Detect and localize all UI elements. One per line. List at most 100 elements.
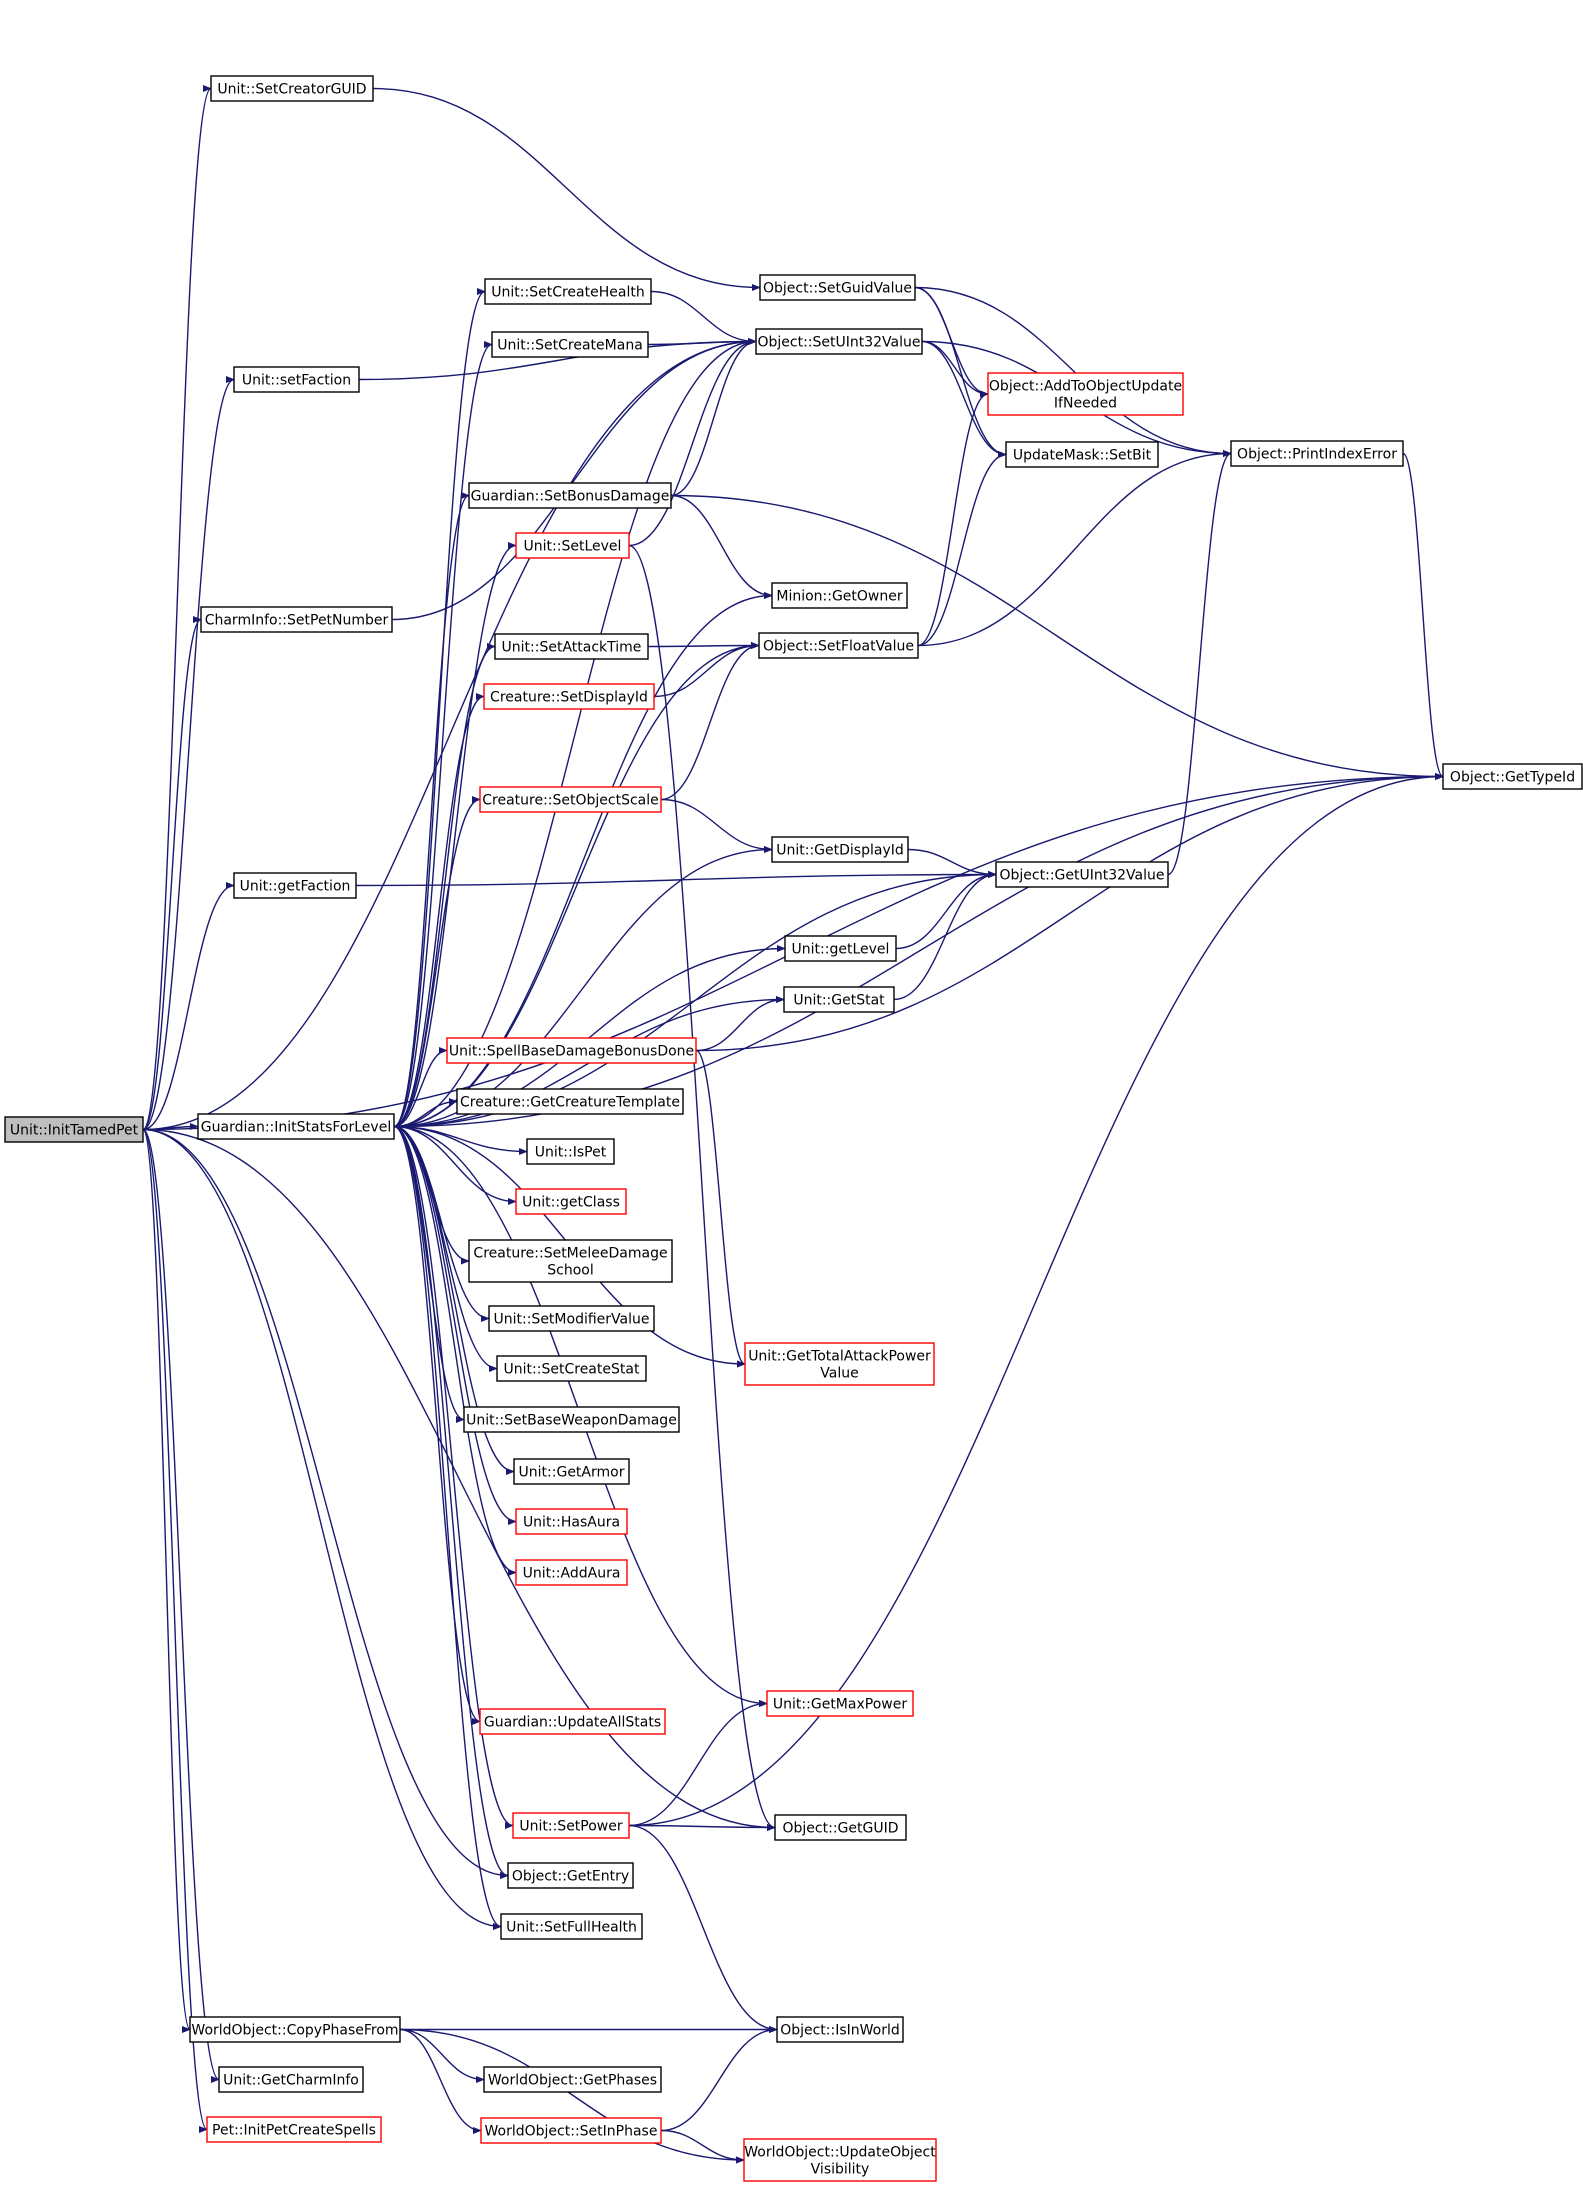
edge-init-stats-for-level-to-set-create-health	[393, 288, 486, 1128]
node-box	[197, 1113, 395, 1140]
node-get-owner[interactable]: Minion::GetOwner	[771, 582, 908, 609]
node-label: Object::SetGuidValue	[763, 281, 912, 297]
node-spell-base-damage[interactable]: Unit::SpellBaseDamageBonusDone	[446, 1037, 697, 1064]
node-get-phases[interactable]: WorldObject::GetPhases	[483, 2066, 662, 2093]
node-get-display-id[interactable]: Unit::GetDisplayId	[771, 836, 909, 863]
node-update-mask-set-bit[interactable]: UpdateMask::SetBit	[1005, 441, 1159, 468]
node-update-all-stats[interactable]: Guardian::UpdateAllStats	[479, 1708, 666, 1735]
node-set-create-health[interactable]: Unit::SetCreateHealth	[484, 278, 652, 305]
node-box	[755, 328, 923, 355]
node-box	[513, 1458, 630, 1485]
node-box	[463, 1406, 680, 1433]
edge-init-stats-for-level-to-set-uint32-value	[393, 337, 757, 1128]
node-set-attack-time[interactable]: Unit::SetAttackTime	[494, 633, 649, 660]
node-box	[515, 1559, 628, 1586]
node-get-faction[interactable]: Unit::getFaction	[233, 872, 357, 899]
node-label: Unit::GetMaxPower	[773, 1697, 907, 1713]
node-set-float-value[interactable]: Object::SetFloatValue	[758, 632, 919, 659]
node-box	[488, 1305, 655, 1332]
node-box	[468, 1239, 673, 1283]
node-label: Pet::InitPetCreateSpells	[212, 2123, 376, 2139]
edge-init-tamed-pet-to-get-guid	[142, 1128, 776, 1832]
node-label: Unit::SetCreatorGUID	[217, 82, 366, 98]
node-box	[1442, 763, 1583, 790]
node-set-creator-guid[interactable]: Unit::SetCreatorGUID	[210, 75, 374, 102]
node-set-object-scale[interactable]: Creature::SetObjectScale	[479, 786, 662, 813]
node-get-creature-template[interactable]: Creature::GetCreatureTemplate	[456, 1088, 684, 1115]
node-set-create-mana[interactable]: Unit::SetCreateMana	[491, 331, 649, 358]
node-init-stats-for-level[interactable]: Guardian::InitStatsForLevel	[197, 1113, 395, 1140]
node-copy-phase-from[interactable]: WorldObject::CopyPhaseFrom	[189, 2016, 401, 2043]
node-box	[491, 331, 649, 358]
edge-init-stats-for-level-to-get-display-id	[393, 845, 773, 1128]
node-set-level[interactable]: Unit::SetLevel	[515, 532, 630, 559]
node-get-uint32-value[interactable]: Object::GetUInt32Value	[995, 861, 1169, 888]
node-set-create-stat[interactable]: Unit::SetCreateStat	[496, 1355, 647, 1382]
node-label: Unit::SetFullHealth	[506, 1920, 637, 1936]
edge-set-float-value-to-update-mask-set-bit	[917, 450, 1007, 647]
edge-set-bonus-damage-to-set-uint32-value	[670, 337, 757, 497]
edge-init-stats-for-level-to-add-aura	[393, 1125, 517, 1577]
node-get-armor[interactable]: Unit::GetArmor	[513, 1458, 630, 1485]
node-box	[446, 1037, 697, 1064]
node-set-pet-number[interactable]: CharmInfo::SetPetNumber	[200, 606, 393, 633]
node-get-level[interactable]: Unit::getLevel	[784, 935, 897, 962]
edge-set-in-phase-to-is-in-world	[660, 2025, 778, 2132]
node-label: Object::SetFloatValue	[763, 639, 914, 655]
edge-init-stats-for-level-to-get-class	[393, 1125, 517, 1206]
node-get-type-id[interactable]: Object::GetTypeId	[1442, 763, 1583, 790]
node-label: Unit::GetStat	[793, 993, 885, 1009]
node-box	[759, 274, 916, 301]
node-label: UpdateMask::SetBit	[1013, 448, 1152, 464]
node-set-modifier-value[interactable]: Unit::SetModifierValue	[488, 1305, 655, 1332]
node-label: Object::IsInWorld	[780, 2023, 900, 2039]
edge-set-display-id-to-set-float-value	[653, 641, 760, 698]
node-set-display-id[interactable]: Creature::SetDisplayId	[483, 683, 655, 710]
node-set-faction[interactable]: Unit::setFaction	[233, 366, 360, 393]
node-is-pet[interactable]: Unit::IsPet	[526, 1138, 615, 1165]
node-get-max-power[interactable]: Unit::GetMaxPower	[766, 1690, 914, 1717]
node-box	[512, 1812, 630, 1839]
node-set-uint32-value[interactable]: Object::SetUInt32Value	[755, 328, 923, 355]
node-init-tamed-pet[interactable]: Unit::InitTamedPet	[4, 1116, 144, 1143]
node-label: Unit::HasAura	[523, 1515, 620, 1531]
edge-set-pet-number-to-set-uint32-value	[391, 337, 757, 621]
node-get-entry[interactable]: Object::GetEntry	[507, 1862, 634, 1889]
edge-init-tamed-pet-to-set-uint32-value	[142, 337, 757, 1131]
node-label: Object::GetEntry	[512, 1869, 629, 1885]
node-has-aura[interactable]: Unit::HasAura	[515, 1508, 628, 1535]
node-is-in-world[interactable]: Object::IsInWorld	[776, 2016, 904, 2043]
node-label: Object::GetGUID	[783, 1821, 899, 1837]
node-box	[515, 532, 630, 559]
edge-init-tamed-pet-to-set-full-health	[142, 1128, 502, 1931]
node-label: Unit::GetDisplayId	[776, 843, 904, 859]
edge-get-uint32-value-to-print-index-error	[1167, 450, 1232, 876]
node-get-charm-info[interactable]: Unit::GetCharmInfo	[218, 2066, 364, 2093]
node-print-index-error[interactable]: Object::PrintIndexError	[1230, 440, 1404, 467]
node-set-power[interactable]: Unit::SetPower	[512, 1812, 630, 1839]
node-label: Unit::setFaction	[242, 373, 351, 389]
node-add-aura[interactable]: Unit::AddAura	[515, 1559, 628, 1586]
node-get-stat[interactable]: Unit::GetStat	[783, 986, 895, 1013]
node-set-bonus-damage[interactable]: Guardian::SetBonusDamage	[468, 482, 672, 509]
node-get-class[interactable]: Unit::getClass	[515, 1188, 627, 1215]
node-box	[218, 2066, 364, 2093]
node-box	[480, 2117, 662, 2144]
node-set-base-weapon-damage[interactable]: Unit::SetBaseWeaponDamage	[463, 1406, 680, 1433]
node-box	[784, 935, 897, 962]
node-label: Object::PrintIndexError	[1237, 447, 1397, 463]
edge-set-float-value-to-print-index-error	[917, 449, 1232, 647]
node-set-guid-value[interactable]: Object::SetGuidValue	[759, 274, 916, 301]
node-set-in-phase[interactable]: WorldObject::SetInPhase	[480, 2117, 662, 2144]
node-label: Object::GetTypeId	[1450, 770, 1575, 786]
edge-init-stats-for-level-to-spell-base-damage	[393, 1046, 448, 1128]
node-label: WorldObject::CopyPhaseFrom	[191, 2023, 398, 2039]
node-get-guid[interactable]: Object::GetGUID	[774, 1814, 907, 1841]
node-init-pet-create-spells[interactable]: Pet::InitPetCreateSpells	[206, 2116, 382, 2143]
node-label: Unit::SetAttackTime	[502, 640, 642, 656]
node-set-full-health[interactable]: Unit::SetFullHealth	[500, 1913, 643, 1940]
